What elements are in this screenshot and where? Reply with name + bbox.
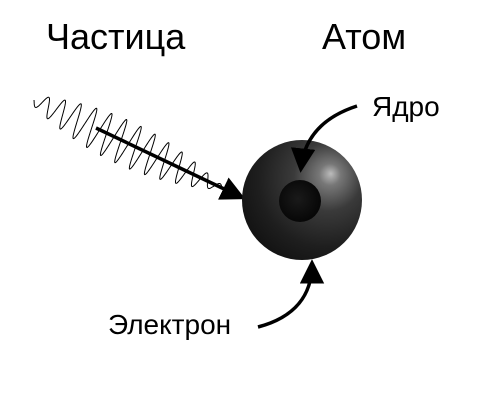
nucleus xyxy=(279,180,321,222)
nucleus-pointer-arrow xyxy=(290,104,358,173)
particle-trajectory-arrow xyxy=(95,126,246,200)
electron-pointer-arrow xyxy=(257,259,325,329)
nucleus-label: Ядро xyxy=(372,91,440,122)
particle-label: Частица xyxy=(46,16,186,57)
electron-label: Электрон xyxy=(108,309,232,340)
atom-label: Атом xyxy=(322,16,407,57)
